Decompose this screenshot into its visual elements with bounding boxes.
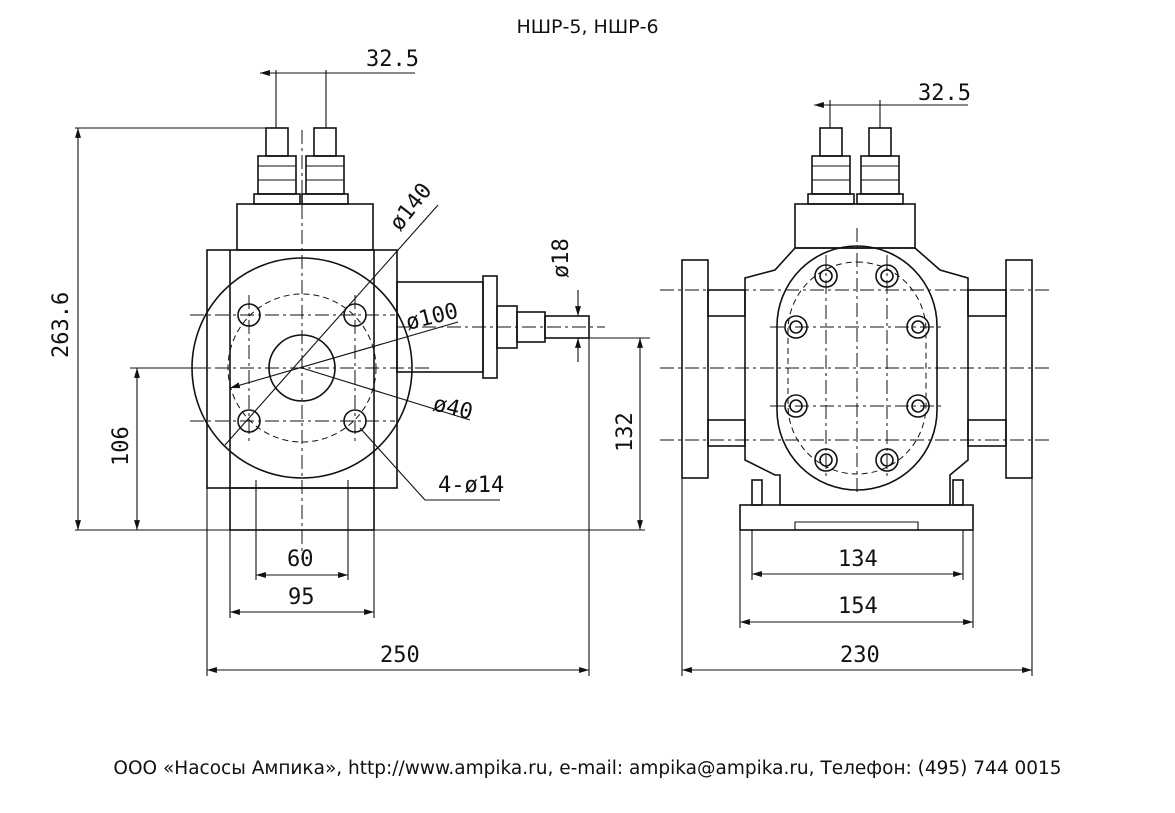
side-dim-base-inner: 134 xyxy=(838,547,878,572)
side-dim-overall-width: 230 xyxy=(840,643,880,668)
front-dim-height-total: 263.6 xyxy=(49,292,74,358)
company-footer: ООО «Насосы Ампика», http://www.ampika.r… xyxy=(113,758,1062,779)
front-dim-foot-outer: 95 xyxy=(288,585,315,610)
front-view: 32.5 xyxy=(49,47,650,676)
front-dim-port-spacing: 32.5 xyxy=(366,47,419,72)
front-dim-shaft-height: 132 xyxy=(613,412,638,452)
side-dim-port-spacing: 32.5 xyxy=(918,81,971,106)
side-view: 32.5 xyxy=(660,81,1050,676)
front-dim-axis-height: 106 xyxy=(109,426,134,466)
side-dim-base-outer: 154 xyxy=(838,594,878,619)
front-dim-bore-dia: ø100 xyxy=(403,299,460,336)
front-dim-flange-dia: ø140 xyxy=(385,179,437,236)
front-dim-overall-width: 250 xyxy=(380,643,420,668)
drawing-title: НШР-5, НШР-6 xyxy=(516,16,659,38)
front-dim-shaft-dia: ø40 xyxy=(431,392,476,426)
front-dim-foot-inner: 60 xyxy=(287,547,314,572)
front-dim-holes: 4-ø14 xyxy=(438,473,504,498)
front-dim-shaft-end: ø18 xyxy=(549,238,574,278)
